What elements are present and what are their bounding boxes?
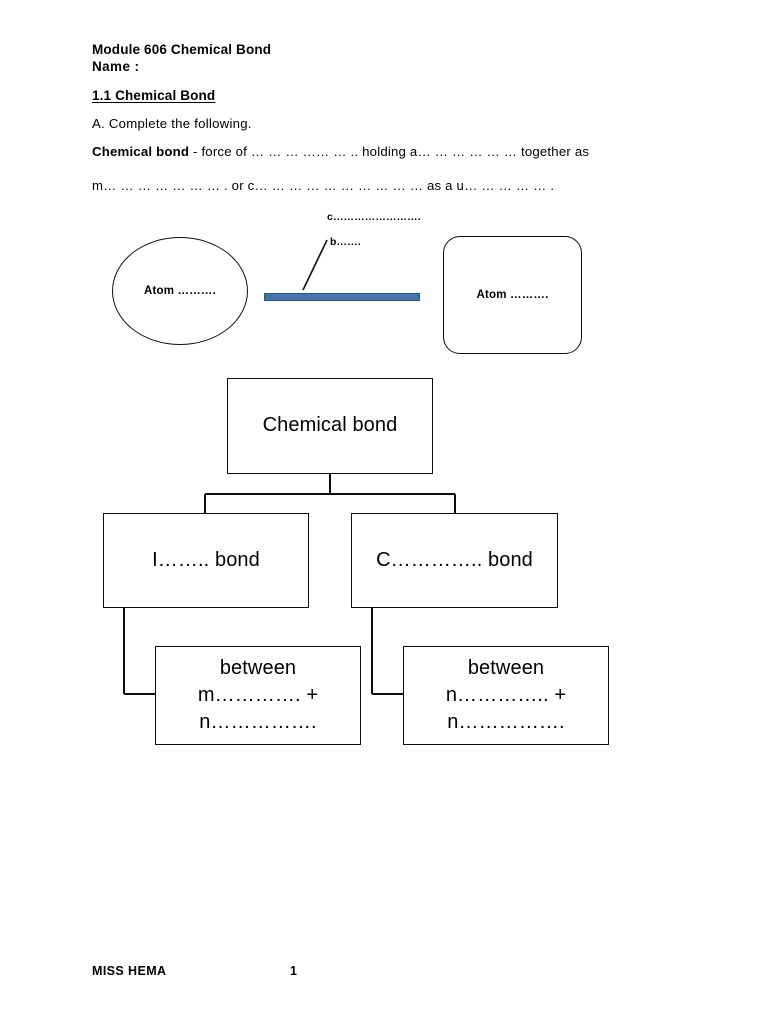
leaf-left-line-3: n…………….	[199, 710, 317, 733]
leaf-right-line-3: n…………….	[447, 710, 565, 733]
definition-blank-run-1: - force of … … … …… … .. holding a… … … …	[189, 144, 590, 159]
leaf-right-line-1: between	[467, 657, 545, 680]
footer-author: MISS HEMA	[92, 964, 167, 978]
instruction-text: A. Complete the following.	[92, 116, 252, 131]
flowchart-box-ionic-bond: I…….. bond	[103, 513, 309, 608]
definition-line-1: Chemical bond - force of … … … …… … .. h…	[92, 144, 589, 159]
atom-rounded-rect-shape: Atom ……….	[443, 236, 582, 354]
flowchart-box-between-right: between n………….. + n…………….	[403, 646, 609, 745]
right-atom-label: Atom ……….	[476, 289, 549, 301]
flowchart-branch-right-label: C………….. bond	[376, 548, 533, 571]
flowchart-leaf-left-text: between m…………. + n…………….	[192, 655, 324, 735]
name-field-label: Name :	[92, 59, 140, 74]
flowchart-branch-left-label: I…….. bond	[152, 548, 260, 571]
footer-page-number: 1	[290, 964, 297, 978]
definition-line-2: m… … … … … … … . or c… … … … … … … … … ……	[92, 178, 555, 193]
bond-line-bar	[264, 293, 420, 301]
atom-circle-shape: Atom ……….	[112, 237, 248, 345]
flowchart-box-covalent-bond: C………….. bond	[351, 513, 558, 608]
definition-term: Chemical bond	[92, 144, 190, 159]
section-heading: 1.1 Chemical Bond	[92, 88, 216, 103]
flowchart-box-chemical-bond: Chemical bond	[227, 378, 433, 474]
bond-label-b: b…….	[330, 236, 361, 248]
leaf-left-line-1: between	[219, 657, 297, 680]
bond-label-c: c…………………….	[327, 211, 421, 223]
document-title: Module 606 Chemical Bond	[92, 42, 272, 57]
flowchart-box-between-left: between m…………. + n…………….	[155, 646, 361, 745]
leader-line-icon	[302, 239, 328, 291]
leaf-right-line-2: n………….. +	[445, 684, 567, 707]
leaf-left-line-2: m…………. +	[197, 684, 319, 707]
flowchart-leaf-right-text: between n………….. + n…………….	[440, 655, 572, 735]
flowchart-root-label: Chemical bond	[262, 414, 398, 437]
left-atom-label: Atom ……….	[143, 285, 217, 297]
